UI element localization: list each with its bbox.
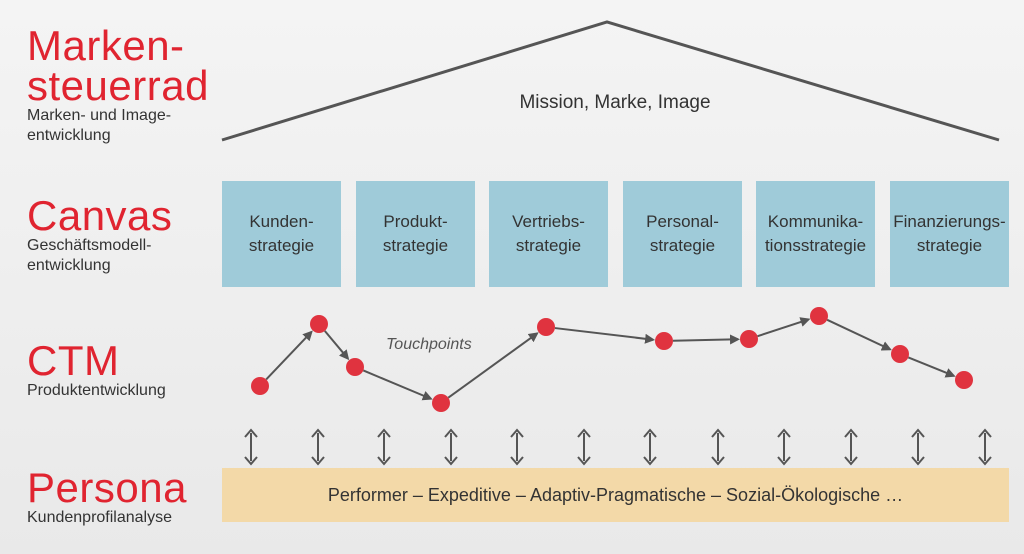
updown-arrow-icon	[844, 428, 858, 466]
touchpoint-arrow	[907, 356, 956, 378]
touchpoint-dot	[251, 377, 269, 395]
touchpoint-dot	[346, 358, 364, 376]
touchpoint-dot	[432, 394, 450, 412]
touchpoint-arrow	[362, 369, 433, 401]
touchpoint-dot	[655, 332, 673, 350]
touchpoint-dot	[810, 307, 828, 325]
canvas-sub-line2: entwicklung	[27, 257, 111, 274]
strategy-label: Personal- strategie	[646, 212, 719, 255]
touchpoint-dot	[891, 345, 909, 363]
touchpoint-dot	[740, 330, 758, 348]
markensteuerrad-sub-line2: entwicklung	[27, 127, 111, 144]
touchpoint-dots	[251, 307, 973, 412]
strategy-label: Produkt- strategie	[382, 212, 449, 255]
persona-bar: Performer – Expeditive – Adaptiv-Pragmat…	[222, 468, 1009, 522]
canvas-title: Canvas	[27, 192, 173, 239]
markensteuerrad-title-line2: steuerrad	[27, 62, 209, 109]
touchpoint-arrow	[324, 330, 350, 361]
strategy-label: Kommunika- tionsstrategie	[764, 212, 867, 255]
updown-arrow-icon	[978, 428, 992, 466]
updown-arrow-icon	[777, 428, 791, 466]
section-ctm: CTM Produktentwicklung	[27, 337, 166, 401]
strategy-label: Finanzierungs- strategie	[893, 212, 1006, 255]
touchpoint-arrow	[757, 317, 811, 338]
updown-arrow-icon	[311, 428, 325, 466]
touchpoint-dot	[955, 371, 973, 389]
strategy-box-vertrieb: Vertriebs- strategie	[489, 181, 608, 287]
strategy-box-kunden: Kunden- strategie	[222, 181, 341, 287]
touchpoint-dot	[310, 315, 328, 333]
updown-arrow-icon	[510, 428, 524, 466]
markensteuerrad-title-line1: Marken-	[27, 22, 185, 69]
strategy-label: Vertriebs- strategie	[512, 212, 585, 255]
strategy-box-kommunikation: Kommunika- tionsstrategie	[756, 181, 875, 287]
strategy-box-produkt: Produkt- strategie	[356, 181, 475, 287]
section-canvas: Canvas Geschäftsmodell- entwicklung	[27, 192, 173, 276]
touchpoint-arrow	[826, 318, 892, 351]
connection-arrows	[244, 428, 992, 466]
touchpoint-arrow	[554, 327, 656, 344]
touchpoint-dot	[537, 318, 555, 336]
section-markensteuerrad: Marken- steuerrad Marken- und Image- ent…	[27, 22, 209, 146]
strategy-box-finanzierung: Finanzierungs- strategie	[890, 181, 1009, 287]
strategy-label: Kunden- strategie	[248, 212, 315, 255]
ctm-title: CTM	[27, 337, 120, 384]
markensteuerrad-sub-line1: Marken- und Image-	[27, 107, 172, 124]
roof-line	[221, 20, 1000, 142]
canvas-sub-line1: Geschäftsmodell-	[27, 237, 152, 254]
updown-arrow-icon	[377, 428, 391, 466]
touchpoint-path	[265, 317, 956, 401]
strategy-box-personal: Personal- strategie	[623, 181, 742, 287]
touchpoint-arrow	[447, 332, 539, 399]
touchpoint-arrow	[672, 334, 741, 345]
updown-arrow-icon	[643, 428, 657, 466]
persona-title: Persona	[27, 464, 187, 511]
roof-label: Mission, Marke, Image	[519, 92, 711, 113]
updown-arrow-icon	[711, 428, 725, 466]
touchpoints-label: Touchpoints	[386, 336, 472, 353]
touchpoint-arrow	[265, 330, 313, 381]
persona-sub: Kundenprofilanalyse	[27, 509, 172, 526]
section-persona: Persona Kundenprofilanalyse	[27, 464, 187, 528]
updown-arrow-icon	[911, 428, 925, 466]
updown-arrow-icon	[577, 428, 591, 466]
updown-arrow-icon	[244, 428, 258, 466]
ctm-sub: Produktentwicklung	[27, 382, 166, 399]
updown-arrow-icon	[444, 428, 458, 466]
persona-bar-text: Performer – Expeditive – Adaptiv-Pragmat…	[327, 484, 904, 505]
